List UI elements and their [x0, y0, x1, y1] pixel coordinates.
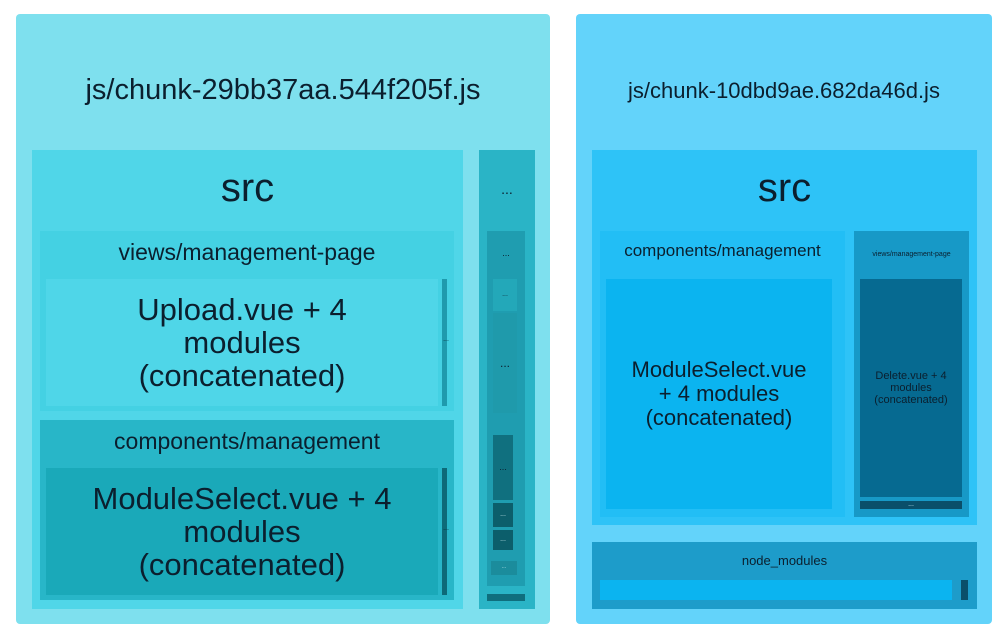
chunk-a-components-group[interactable]: components/management ModuleSelect.vue +… — [40, 420, 454, 600]
chunk-a-views-label: views/management-page — [118, 239, 376, 265]
chunk-b-panel[interactable]: js/chunk-10dbd9ae.682da46d.js src compon… — [576, 14, 992, 624]
chunk-a-views-ellipsis: ... — [443, 336, 449, 343]
chunk-a-components-label: components/management — [114, 428, 380, 454]
chunk-a-side-block-3-ellipsis: ... — [499, 462, 507, 472]
chunk-b-views-label: views/management-page — [872, 251, 951, 258]
chunk-a-side-block-5[interactable]: ... — [493, 530, 513, 550]
chunk-a-side-block-2-ellipsis: ... — [499, 356, 510, 370]
chunk-a-upload-module[interactable]: Upload.vue + 4 modules (concatenated) — [46, 279, 438, 406]
chunk-b-views-group[interactable]: views/management-page Delete.vue + 4 mod… — [854, 231, 969, 517]
chunk-b-moduleselect-label: ModuleSelect.vue + 4 modules (concatenat… — [631, 357, 807, 430]
chunk-b-moduleselect-module[interactable]: ModuleSelect.vue + 4 modules (concatenat… — [606, 279, 832, 509]
chunk-b-node-modules-label: node_modules — [741, 553, 828, 568]
chunk-a-side-block-4[interactable]: ... — [493, 503, 513, 527]
chunk-a-side-block-4-ellipsis: ... — [500, 511, 506, 518]
chunk-a-side-block-1[interactable]: ... — [493, 279, 517, 311]
chunk-b-src-group[interactable]: src components/management ModuleSelect.v… — [592, 150, 977, 525]
chunk-a-side-block-2[interactable]: ... — [493, 313, 517, 413]
chunk-a-views-group[interactable]: views/management-page Upload.vue + 4 mod… — [40, 231, 454, 411]
chunk-a-side-block-1-ellipsis: ... — [502, 291, 508, 298]
chunk-b-src-label: src — [757, 166, 812, 210]
chunk-a-panel[interactable]: js/chunk-29bb37aa.544f205f.js src views/… — [16, 14, 550, 624]
chunk-b-delete-module[interactable]: Delete.vue + 4 modules (concatenated) — [860, 279, 962, 497]
chunk-a-upload-label: Upload.vue + 4 modules (concatenated) — [137, 292, 347, 393]
chunk-a-side-block-6[interactable]: ... — [491, 561, 517, 575]
chunk-a-side-inner[interactable]: ... ... ... ... ... ... ... — [487, 231, 525, 586]
chunk-b-views-ellipsis: ... — [908, 501, 914, 508]
chunk-a-side-bottom-bar[interactable] — [487, 594, 525, 601]
chunk-b-node-modules-bar[interactable] — [600, 580, 952, 600]
chunk-a-views-small-module[interactable] — [442, 279, 447, 406]
chunk-b-delete-label: Delete.vue + 4 modules (concatenated) — [874, 370, 948, 406]
chunk-a-side-ellipsis: ... — [501, 181, 513, 197]
chunk-a-side-block-5-ellipsis: ... — [500, 536, 506, 543]
chunk-a-moduleselect-module[interactable]: ModuleSelect.vue + 4 modules (concatenat… — [46, 468, 438, 595]
chunk-a-src-group[interactable]: src views/management-page Upload.vue + 4… — [32, 150, 463, 609]
chunk-b-components-label: components/management — [624, 241, 821, 260]
chunk-a-side-inner-ellipsis: ... — [502, 248, 510, 258]
chunk-b-components-group[interactable]: components/management ModuleSelect.vue +… — [600, 231, 845, 517]
chunk-a-moduleselect-label: ModuleSelect.vue + 4 modules (concatenat… — [92, 481, 392, 582]
chunk-b-node-modules-small[interactable] — [961, 580, 968, 600]
chunk-a-side-block-6-label: ... — [501, 564, 507, 570]
chunk-a-src-label: src — [220, 166, 275, 210]
chunk-b-node-modules-group[interactable]: node_modules — [592, 542, 977, 609]
chunk-a-side-block-3[interactable]: ... — [493, 435, 513, 500]
chunk-a-components-small-module[interactable] — [442, 468, 447, 595]
chunk-a-title: js/chunk-29bb37aa.544f205f.js — [85, 74, 481, 106]
chunk-a-side-group[interactable]: ... ... ... ... ... ... ... ... — [479, 150, 535, 609]
chunk-a-components-ellipsis: ... — [443, 525, 449, 532]
chunk-b-views-small-module[interactable]: ... — [860, 501, 962, 509]
chunk-b-title: js/chunk-10dbd9ae.682da46d.js — [628, 78, 940, 103]
